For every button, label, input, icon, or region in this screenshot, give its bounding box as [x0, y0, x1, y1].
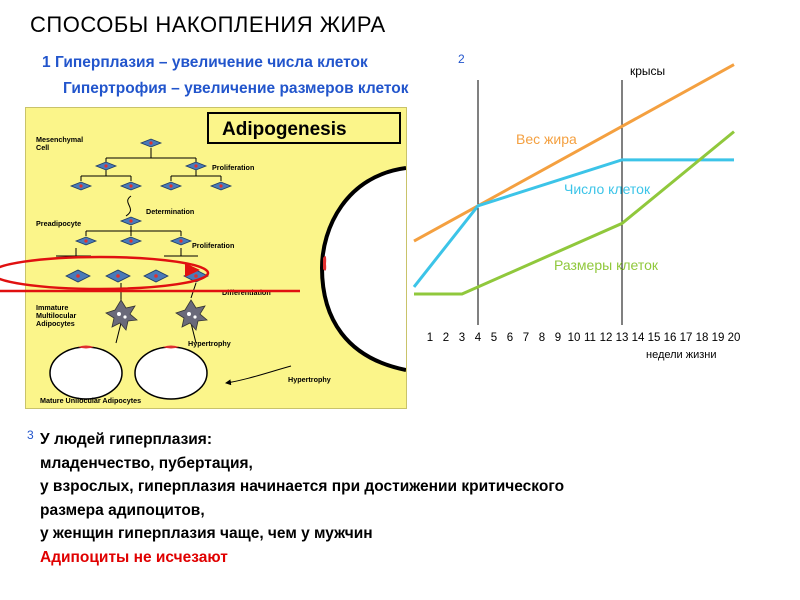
immature-adipocytes — [105, 299, 208, 331]
series-line-3 — [414, 130, 735, 296]
diagram-header-box — [207, 112, 401, 144]
series-label-2: Число клеток — [564, 181, 651, 197]
x-tick-label: 10 — [568, 332, 581, 344]
x-tick-label: 15 — [648, 332, 661, 344]
label-immature-1: Immature — [36, 303, 68, 312]
chart-annotation: крысы — [630, 64, 665, 78]
x-tick-label: 4 — [475, 332, 482, 344]
preadipocyte-row — [65, 269, 209, 283]
label-mature: Mature Unilocular Adipocytes — [40, 396, 141, 405]
large-cell-outline — [319, 166, 406, 372]
conclusion-line-3: у взрослых, гиперплазия начинается при д… — [40, 478, 565, 495]
adipogenesis-svg: Adipogenesis — [36, 112, 406, 405]
x-tick-label: 7 — [523, 332, 529, 344]
x-tick-label: 5 — [491, 332, 497, 344]
x-tick-label: 13 — [616, 332, 629, 344]
label-mesenchymal: Mesenchymal — [36, 135, 83, 144]
x-tick-label: 14 — [632, 332, 645, 344]
chart-xlabel: недели жизни — [646, 349, 717, 361]
label-proliferation-2: Proliferation — [192, 241, 234, 250]
large-cell-nucleus — [323, 256, 327, 271]
definition-hypertrophy: Гипертрофия – увеличение размеров клеток — [63, 80, 409, 97]
definition-number: 1 — [42, 54, 51, 71]
label-immature-2: Multilocular — [36, 311, 77, 320]
series-label-3: Размеры клеток — [554, 257, 659, 273]
immature-lipid-droplets — [117, 312, 197, 319]
conclusions-marker: 3 — [27, 428, 34, 442]
definition-hyperplasia: 1 Гиперплазия – увеличение числа клеток — [42, 54, 368, 72]
label-preadipocyte: Preadipocyte — [36, 219, 81, 228]
conclusions-block: У людей гиперплазия: младенчество, пубер… — [40, 428, 760, 569]
conclusion-line-5: у женщин гиперплазия чаще, чем у мужчин — [40, 525, 373, 542]
series-line-2 — [412, 158, 734, 288]
mesenchymal-cells — [69, 138, 233, 246]
label-immature-3: Adipocytes — [36, 319, 75, 328]
label-determination: Determination — [146, 207, 194, 216]
label-cell: Cell — [36, 143, 49, 152]
label-hypertrophy-2: Hypertrophy — [288, 375, 331, 384]
page-title: СПОСОБЫ НАКОПЛЕНИЯ ЖИРА — [30, 12, 386, 37]
x-tick-label: 6 — [507, 332, 513, 344]
x-tick-label: 19 — [712, 332, 725, 344]
graph-marker: 2 — [458, 52, 465, 66]
mature-nuclei — [78, 345, 179, 349]
label-proliferation-1: Proliferation — [212, 163, 254, 172]
label-differentiation: Differentiation — [222, 288, 271, 297]
x-tick-label: 16 — [664, 332, 677, 344]
x-tick-label: 17 — [680, 332, 693, 344]
x-tick-label: 20 — [728, 332, 741, 344]
conclusion-line-2: младенчество, пубертация, — [40, 454, 253, 472]
x-tick-label: 12 — [600, 332, 613, 344]
x-tick-label: 18 — [696, 332, 709, 344]
x-tick-label: 3 — [459, 332, 465, 344]
conclusion-line-1: У людей гиперплазия: — [40, 431, 213, 448]
mature-adipocytes — [49, 346, 208, 400]
x-tick-label: 8 — [539, 332, 545, 344]
hyperplasia-text: Гиперплазия – увеличение числа клеток — [54, 54, 368, 71]
series-label-1: Вес жира — [516, 131, 577, 147]
x-tick-label: 2 — [443, 332, 449, 344]
x-tick-label: 1 — [427, 332, 433, 344]
adipogenesis-diagram: Adipogenesis — [25, 107, 407, 409]
conclusion-line-4: размера адипоцитов, — [40, 501, 205, 519]
diagram-header: Adipogenesis — [222, 119, 347, 140]
label-hypertrophy-1: Hypertrophy — [188, 339, 231, 348]
conclusion-line-6: Адипоциты не исчезают — [40, 548, 228, 566]
x-tick-label: 9 — [555, 332, 561, 344]
x-tick-label: 11 — [584, 332, 596, 344]
series-line-1 — [413, 63, 735, 243]
